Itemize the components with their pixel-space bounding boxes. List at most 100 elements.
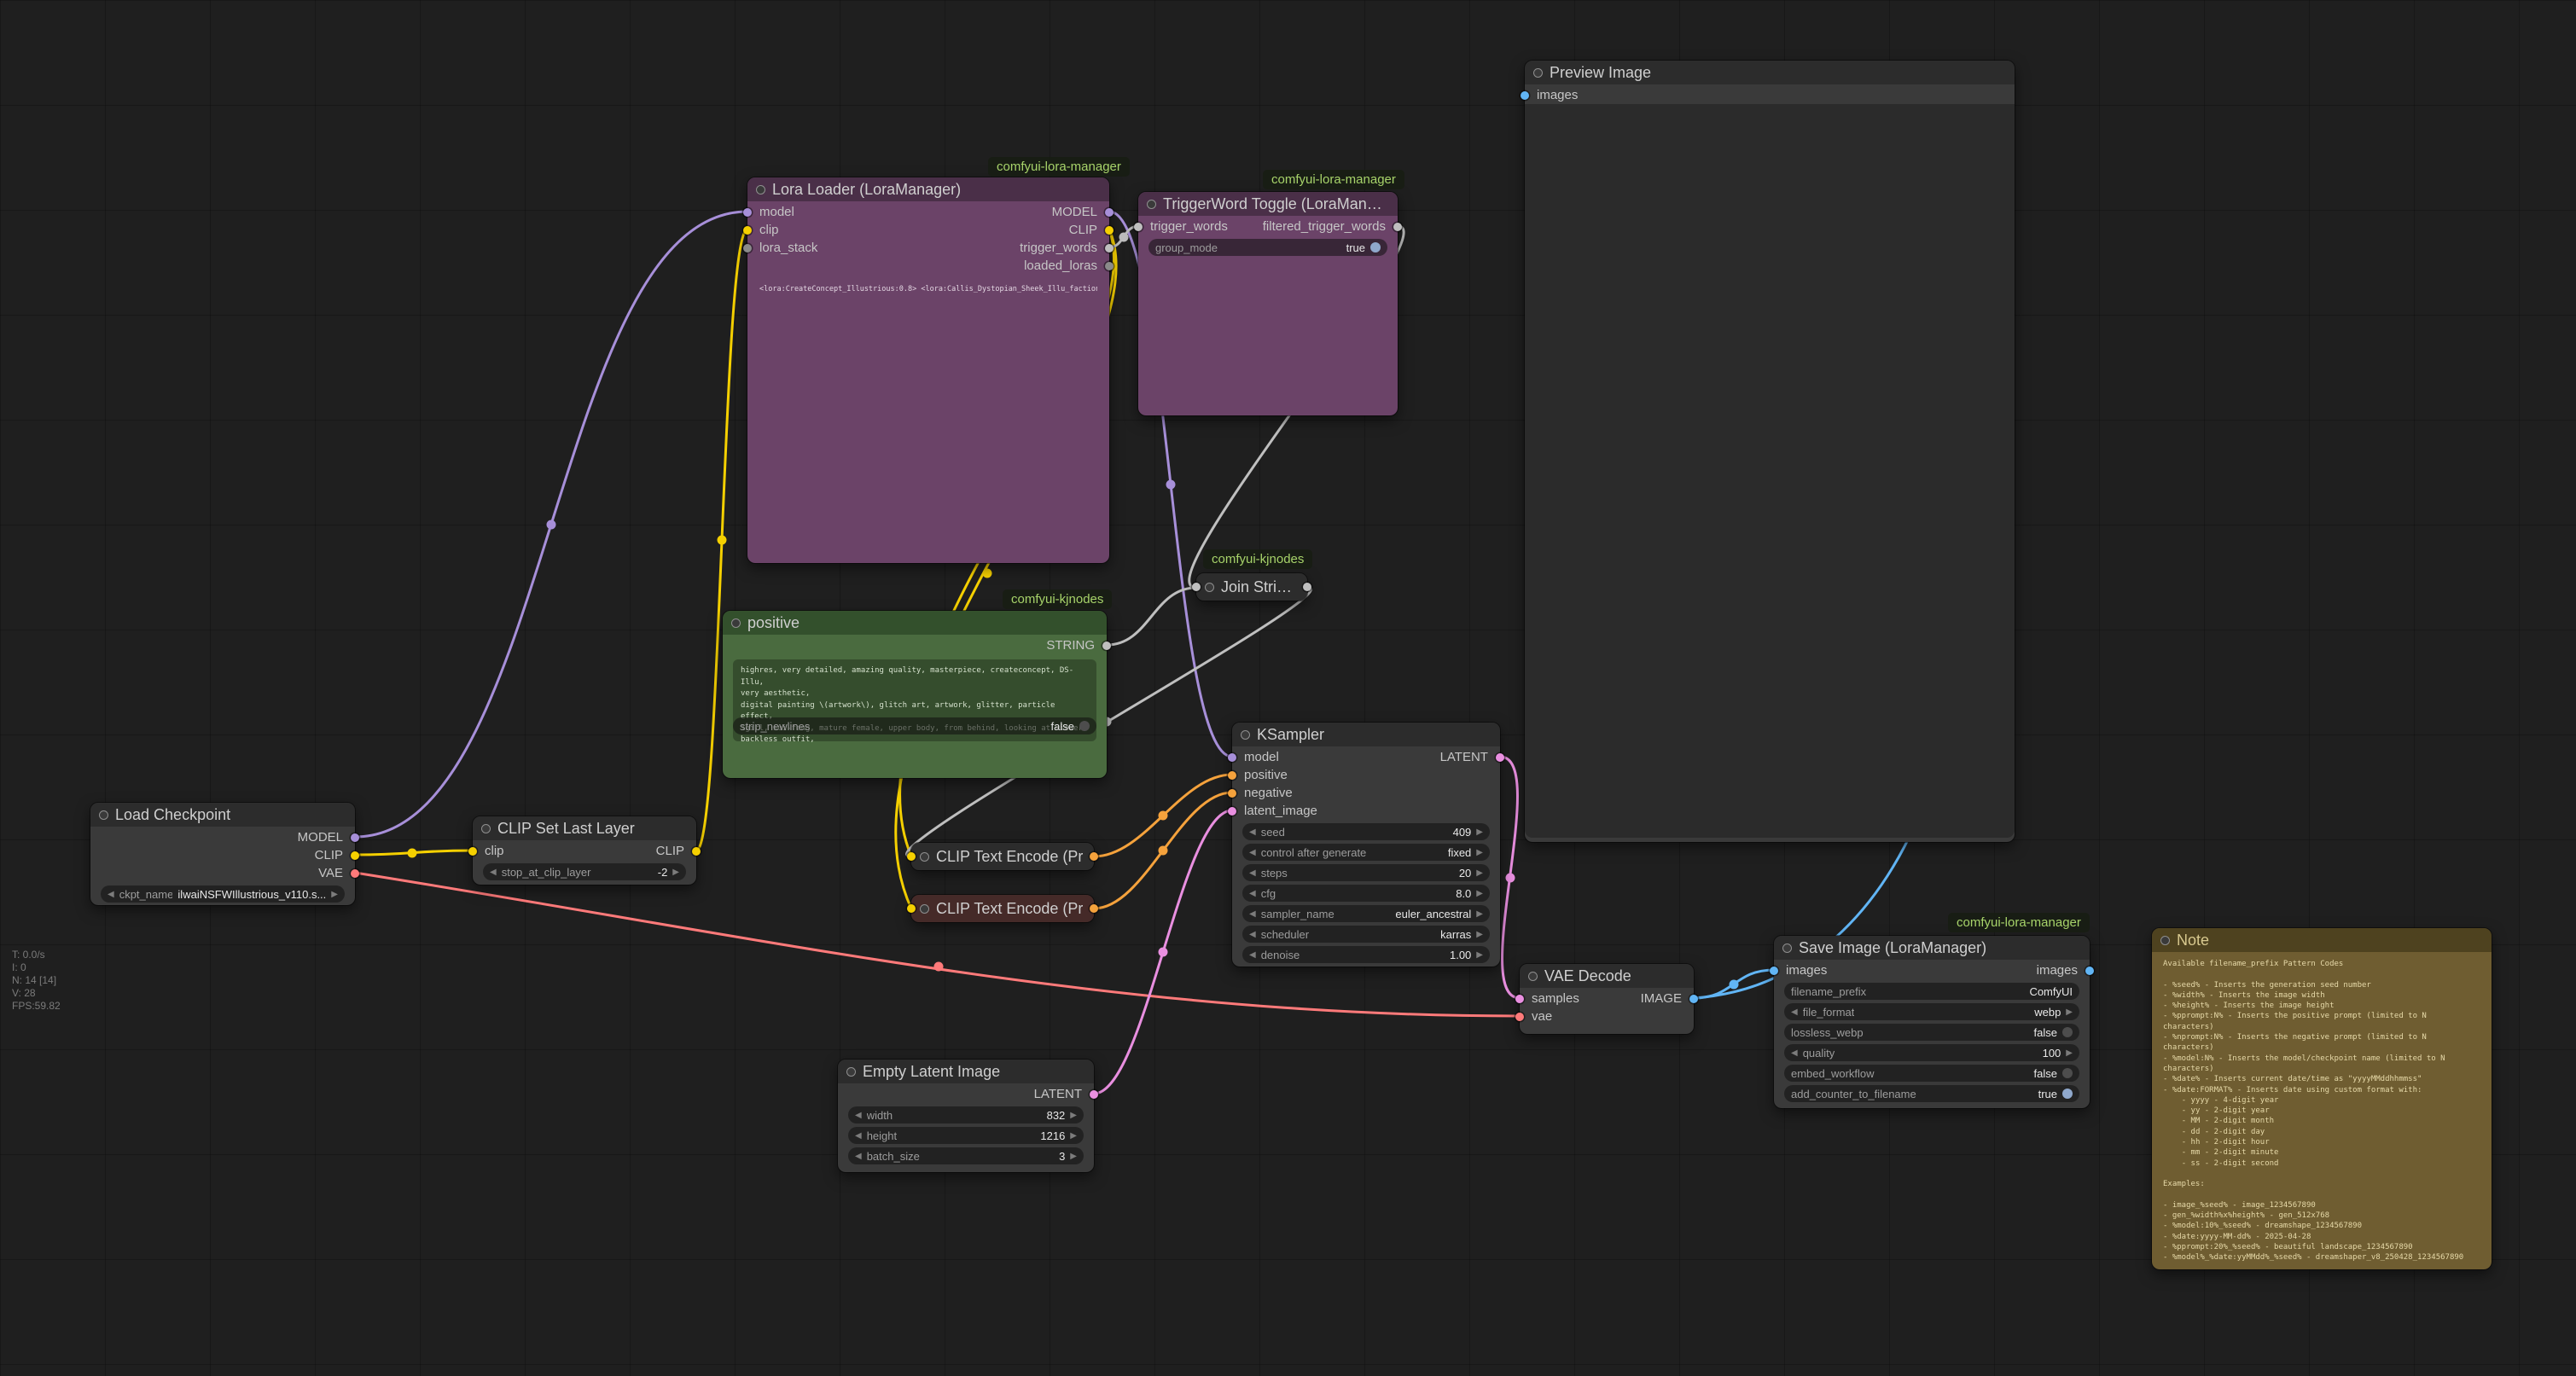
collapse-dot-icon[interactable] xyxy=(1147,199,1156,209)
toggle-dot-icon[interactable] xyxy=(2062,1027,2073,1037)
node-load-checkpoint[interactable]: Load Checkpoint MODEL CLIP VAE ◀ ckpt_na… xyxy=(90,802,359,906)
input-slot-clip[interactable] xyxy=(907,852,916,861)
node-titlebar[interactable]: Load Checkpoint xyxy=(90,803,355,827)
widget-control-after-generate[interactable]: ◀ control after generate fixed ▶ xyxy=(1242,844,1490,861)
decrement-arrow-icon[interactable]: ◀ xyxy=(855,1130,862,1141)
input-slot-samples[interactable] xyxy=(1515,994,1524,1003)
widget-scheduler[interactable]: ◀ scheduler karras ▶ xyxy=(1242,926,1490,943)
widget-add-counter-to-filename[interactable]: add_counter_to_filename true xyxy=(1784,1085,2079,1102)
node-titlebar[interactable]: positive xyxy=(723,611,1107,635)
node-triggerword-toggle[interactable]: TriggerWord Toggle (LoraManager) trigger… xyxy=(1134,191,1402,416)
increment-arrow-icon[interactable]: ▶ xyxy=(1070,1151,1077,1161)
node-titlebar[interactable]: VAE Decode xyxy=(1520,964,1694,988)
node-note[interactable]: Note Available filename_prefix Pattern C… xyxy=(2151,927,2492,1270)
node-titlebar[interactable]: CLIP Text Encode (Pr xyxy=(911,895,1094,922)
collapse-dot-icon[interactable] xyxy=(1241,729,1250,740)
input-slot-model[interactable] xyxy=(1228,752,1236,762)
collapse-dot-icon[interactable] xyxy=(99,810,108,820)
collapse-dot-icon[interactable] xyxy=(920,851,929,862)
input-slot-clip[interactable] xyxy=(743,225,752,235)
node-titlebar[interactable]: Lora Loader (LoraManager) xyxy=(747,177,1109,201)
input-slot-negative[interactable] xyxy=(1228,788,1236,798)
increment-arrow-icon[interactable]: ▶ xyxy=(1070,1110,1077,1120)
node-positive-prompt[interactable]: positive STRING highres, very detailed, … xyxy=(722,610,1111,779)
widget-denoise[interactable]: ◀ denoise 1.00 ▶ xyxy=(1242,946,1490,963)
node-titlebar[interactable]: TriggerWord Toggle (LoraManager) xyxy=(1138,192,1398,216)
collapse-dot-icon[interactable] xyxy=(481,823,491,833)
widget-batch-size[interactable]: ◀ batch_size 3 ▶ xyxy=(848,1147,1084,1164)
next-arrow-icon[interactable]: ▶ xyxy=(1476,909,1483,919)
node-clip-text-encode-positive[interactable]: CLIP Text Encode (Pr xyxy=(907,842,1098,871)
input-slot-positive[interactable] xyxy=(1228,770,1236,780)
output-slot-latent[interactable] xyxy=(1090,1089,1098,1099)
node-titlebar[interactable]: CLIP Set Last Layer xyxy=(473,816,696,840)
input-slot-images[interactable] xyxy=(1770,966,1778,975)
widget-filename-prefix[interactable]: filename_prefix ComfyUI xyxy=(1784,983,2079,1000)
widget-width[interactable]: ◀ width 832 ▶ xyxy=(848,1106,1084,1123)
output-slot-latent[interactable] xyxy=(1496,752,1504,762)
decrement-arrow-icon[interactable]: ◀ xyxy=(1249,888,1256,898)
widget-ckpt-name[interactable]: ◀ ckpt_name ilwaiNSFWIllustrious_v110.s.… xyxy=(101,885,345,903)
next-arrow-icon[interactable]: ▶ xyxy=(331,889,338,899)
widget-seed[interactable]: ◀ seed 409 ▶ xyxy=(1242,823,1490,840)
node-titlebar[interactable]: Note xyxy=(2152,928,2492,952)
node-join-strings[interactable]: Join Strings xyxy=(1192,572,1311,601)
output-slot-clip[interactable] xyxy=(351,851,359,860)
node-titlebar[interactable]: Preview Image xyxy=(1525,61,2015,84)
widget-height[interactable]: ◀ height 1216 ▶ xyxy=(848,1127,1084,1144)
output-slot-string[interactable] xyxy=(1102,641,1111,650)
widget-stop-at-clip-layer[interactable]: ◀ stop_at_clip_layer -2 ▶ xyxy=(483,863,686,880)
node-clip-set-last-layer[interactable]: CLIP Set Last Layer clip CLIP ◀ stop_at_… xyxy=(468,816,701,885)
node-lora-loader[interactable]: Lora Loader (LoraManager) model MODEL cl… xyxy=(743,177,1114,564)
node-save-image[interactable]: Save Image (LoraManager) images images f… xyxy=(1770,935,2094,1109)
widget-file-format[interactable]: ◀ file_format webp ▶ xyxy=(1784,1003,2079,1020)
widget-embed-workflow[interactable]: embed_workflow false xyxy=(1784,1065,2079,1082)
input-slot-lora-stack[interactable] xyxy=(743,243,752,253)
collapse-dot-icon[interactable] xyxy=(2160,935,2170,945)
node-empty-latent-image[interactable]: Empty Latent Image LATENT ◀ width 832 ▶ … xyxy=(837,1059,1098,1173)
decrement-arrow-icon[interactable]: ◀ xyxy=(1249,827,1256,837)
input-slot-model[interactable] xyxy=(743,207,752,217)
toggle-dot-icon[interactable] xyxy=(2062,1068,2073,1078)
decrement-arrow-icon[interactable]: ◀ xyxy=(490,867,497,877)
widget-quality[interactable]: ◀ quality 100 ▶ xyxy=(1784,1044,2079,1061)
widget-cfg[interactable]: ◀ cfg 8.0 ▶ xyxy=(1242,885,1490,902)
toggle-dot-icon[interactable] xyxy=(1370,242,1381,253)
prev-arrow-icon[interactable]: ◀ xyxy=(108,889,114,899)
node-titlebar[interactable]: KSampler xyxy=(1232,723,1500,746)
output-slot-filtered-trigger-words[interactable] xyxy=(1393,222,1402,231)
collapse-dot-icon[interactable] xyxy=(756,184,765,194)
collapse-dot-icon[interactable] xyxy=(920,903,929,914)
decrement-arrow-icon[interactable]: ◀ xyxy=(1249,949,1256,960)
decrement-arrow-icon[interactable]: ◀ xyxy=(855,1110,862,1120)
output-slot-conditioning[interactable] xyxy=(1090,852,1098,861)
collapse-dot-icon[interactable] xyxy=(846,1066,856,1077)
input-slot-images[interactable] xyxy=(1521,90,1529,100)
widget-steps[interactable]: ◀ steps 20 ▶ xyxy=(1242,864,1490,881)
output-slot-clip[interactable] xyxy=(1105,225,1114,235)
node-titlebar[interactable]: Join Strings xyxy=(1196,573,1307,601)
input-slot-trigger-words[interactable] xyxy=(1134,222,1143,231)
next-arrow-icon[interactable]: ▶ xyxy=(1476,847,1483,857)
increment-arrow-icon[interactable]: ▶ xyxy=(672,867,679,877)
output-slot-images[interactable] xyxy=(2085,966,2094,975)
collapse-dot-icon[interactable] xyxy=(731,618,741,628)
increment-arrow-icon[interactable]: ▶ xyxy=(1476,827,1483,837)
output-slot-conditioning[interactable] xyxy=(1090,904,1098,913)
widget-strip-newlines[interactable]: strip_newlines false xyxy=(733,717,1096,734)
input-slot-vae[interactable] xyxy=(1515,1012,1524,1021)
node-titlebar[interactable]: Save Image (LoraManager) xyxy=(1774,936,2090,960)
input-slot-strings[interactable] xyxy=(1192,583,1201,591)
next-arrow-icon[interactable]: ▶ xyxy=(1476,929,1483,939)
collapse-dot-icon[interactable] xyxy=(1533,67,1543,78)
output-slot-image[interactable] xyxy=(1689,994,1698,1003)
node-titlebar[interactable]: Empty Latent Image xyxy=(838,1060,1094,1083)
widget-sampler-name[interactable]: ◀ sampler_name euler_ancestral ▶ xyxy=(1242,905,1490,922)
output-slot-loaded-loras[interactable] xyxy=(1105,261,1114,270)
output-slot-joined-string[interactable] xyxy=(1303,583,1311,591)
decrement-arrow-icon[interactable]: ◀ xyxy=(1249,868,1256,878)
toggle-dot-icon[interactable] xyxy=(1079,721,1090,731)
node-clip-text-encode-negative[interactable]: CLIP Text Encode (Pr xyxy=(907,894,1098,923)
collapse-dot-icon[interactable] xyxy=(1528,971,1538,981)
input-slot-clip[interactable] xyxy=(468,846,477,856)
